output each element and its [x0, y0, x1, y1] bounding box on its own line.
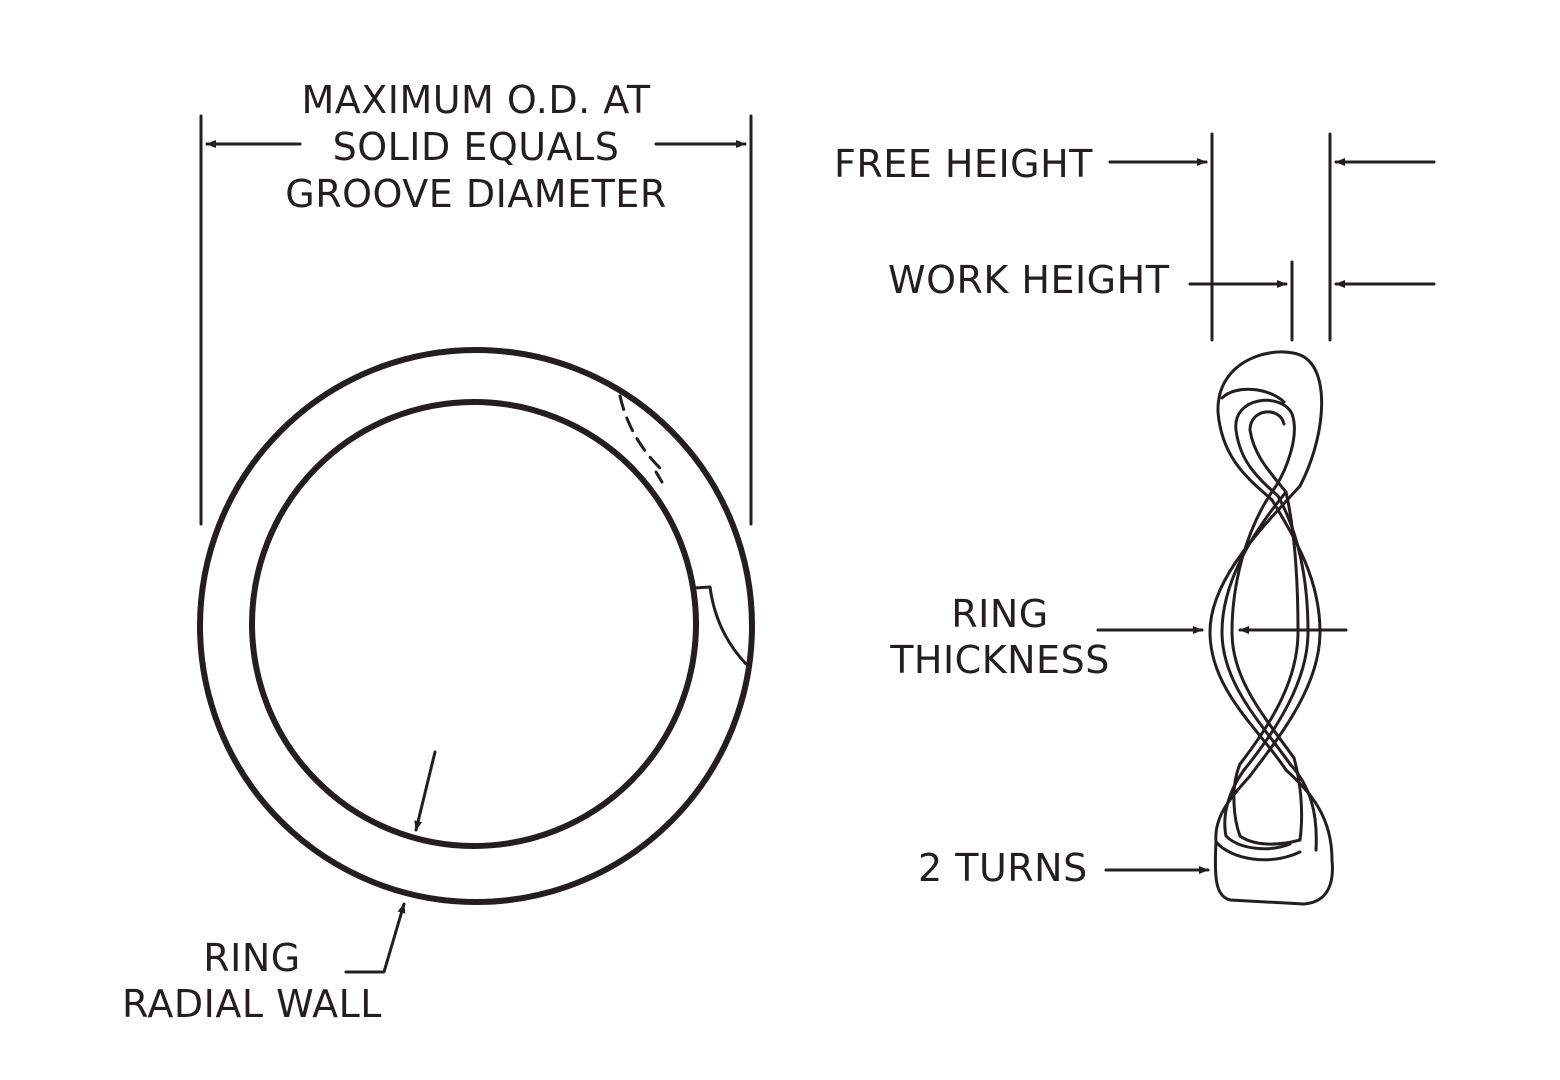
side-lower-strand-1	[1214, 774, 1252, 844]
ring-outer-circle	[197, 347, 755, 905]
side-top-loop-outer	[1216, 350, 1324, 488]
side-bottom-loop-outer	[1213, 840, 1334, 906]
side-top-loop-ring1	[1234, 398, 1296, 488]
side-bottom-loop-band	[1214, 840, 1302, 862]
side-mid-strand-5	[1242, 494, 1310, 772]
ring-inner-circle	[249, 399, 699, 849]
radial-wall-label-line1: RING	[203, 936, 301, 980]
side-mid-strand-3	[1230, 484, 1296, 760]
side-mid-strand-6	[1238, 490, 1300, 766]
od-label-line3: GROOVE DIAMETER	[285, 172, 667, 216]
side-lower-strand-6	[1292, 756, 1304, 842]
ring-side-view	[1208, 350, 1334, 906]
od-label-line1: MAXIMUM O.D. AT	[301, 78, 651, 122]
ring-thickness-label-line2: THICKNESS	[890, 638, 1110, 682]
side-top-loop-ring2	[1248, 410, 1286, 432]
ring-gap-hidden-line	[618, 394, 666, 474]
two-turns-label: 2 TURNS	[918, 846, 1088, 890]
height-dimensions	[1108, 132, 1436, 342]
side-bottom-loop-inner	[1224, 834, 1292, 851]
side-lower-strand-3	[1232, 762, 1242, 838]
side-mid-strand-2	[1220, 490, 1292, 766]
side-mid-strand-1	[1208, 484, 1302, 772]
od-label-line2: SOLID EQUALS	[332, 125, 620, 169]
work-height-label: WORK HEIGHT	[888, 258, 1170, 302]
ring-thickness-label-line1: RING	[951, 592, 1049, 636]
radial-wall-arrow-outer	[344, 902, 406, 974]
side-lower-strand-2	[1223, 768, 1246, 838]
ring-gap-edge	[654, 470, 664, 484]
side-upper-strand-1	[1216, 410, 1274, 502]
radial-wall-arrow-inner	[414, 750, 437, 832]
side-upper-strand-3	[1248, 428, 1288, 494]
free-height-label: FREE HEIGHT	[834, 142, 1093, 186]
od-dimension	[199, 114, 753, 526]
side-lower-strand-4	[1284, 768, 1334, 862]
ring-top-view	[197, 347, 755, 905]
ring-turn-end	[692, 585, 748, 666]
side-bottom-loop-ring	[1238, 834, 1302, 846]
radial-wall-dimension	[344, 750, 437, 974]
radial-wall-label-line2: RADIAL WALL	[122, 982, 382, 1026]
side-top-loop-inner	[1220, 387, 1286, 404]
